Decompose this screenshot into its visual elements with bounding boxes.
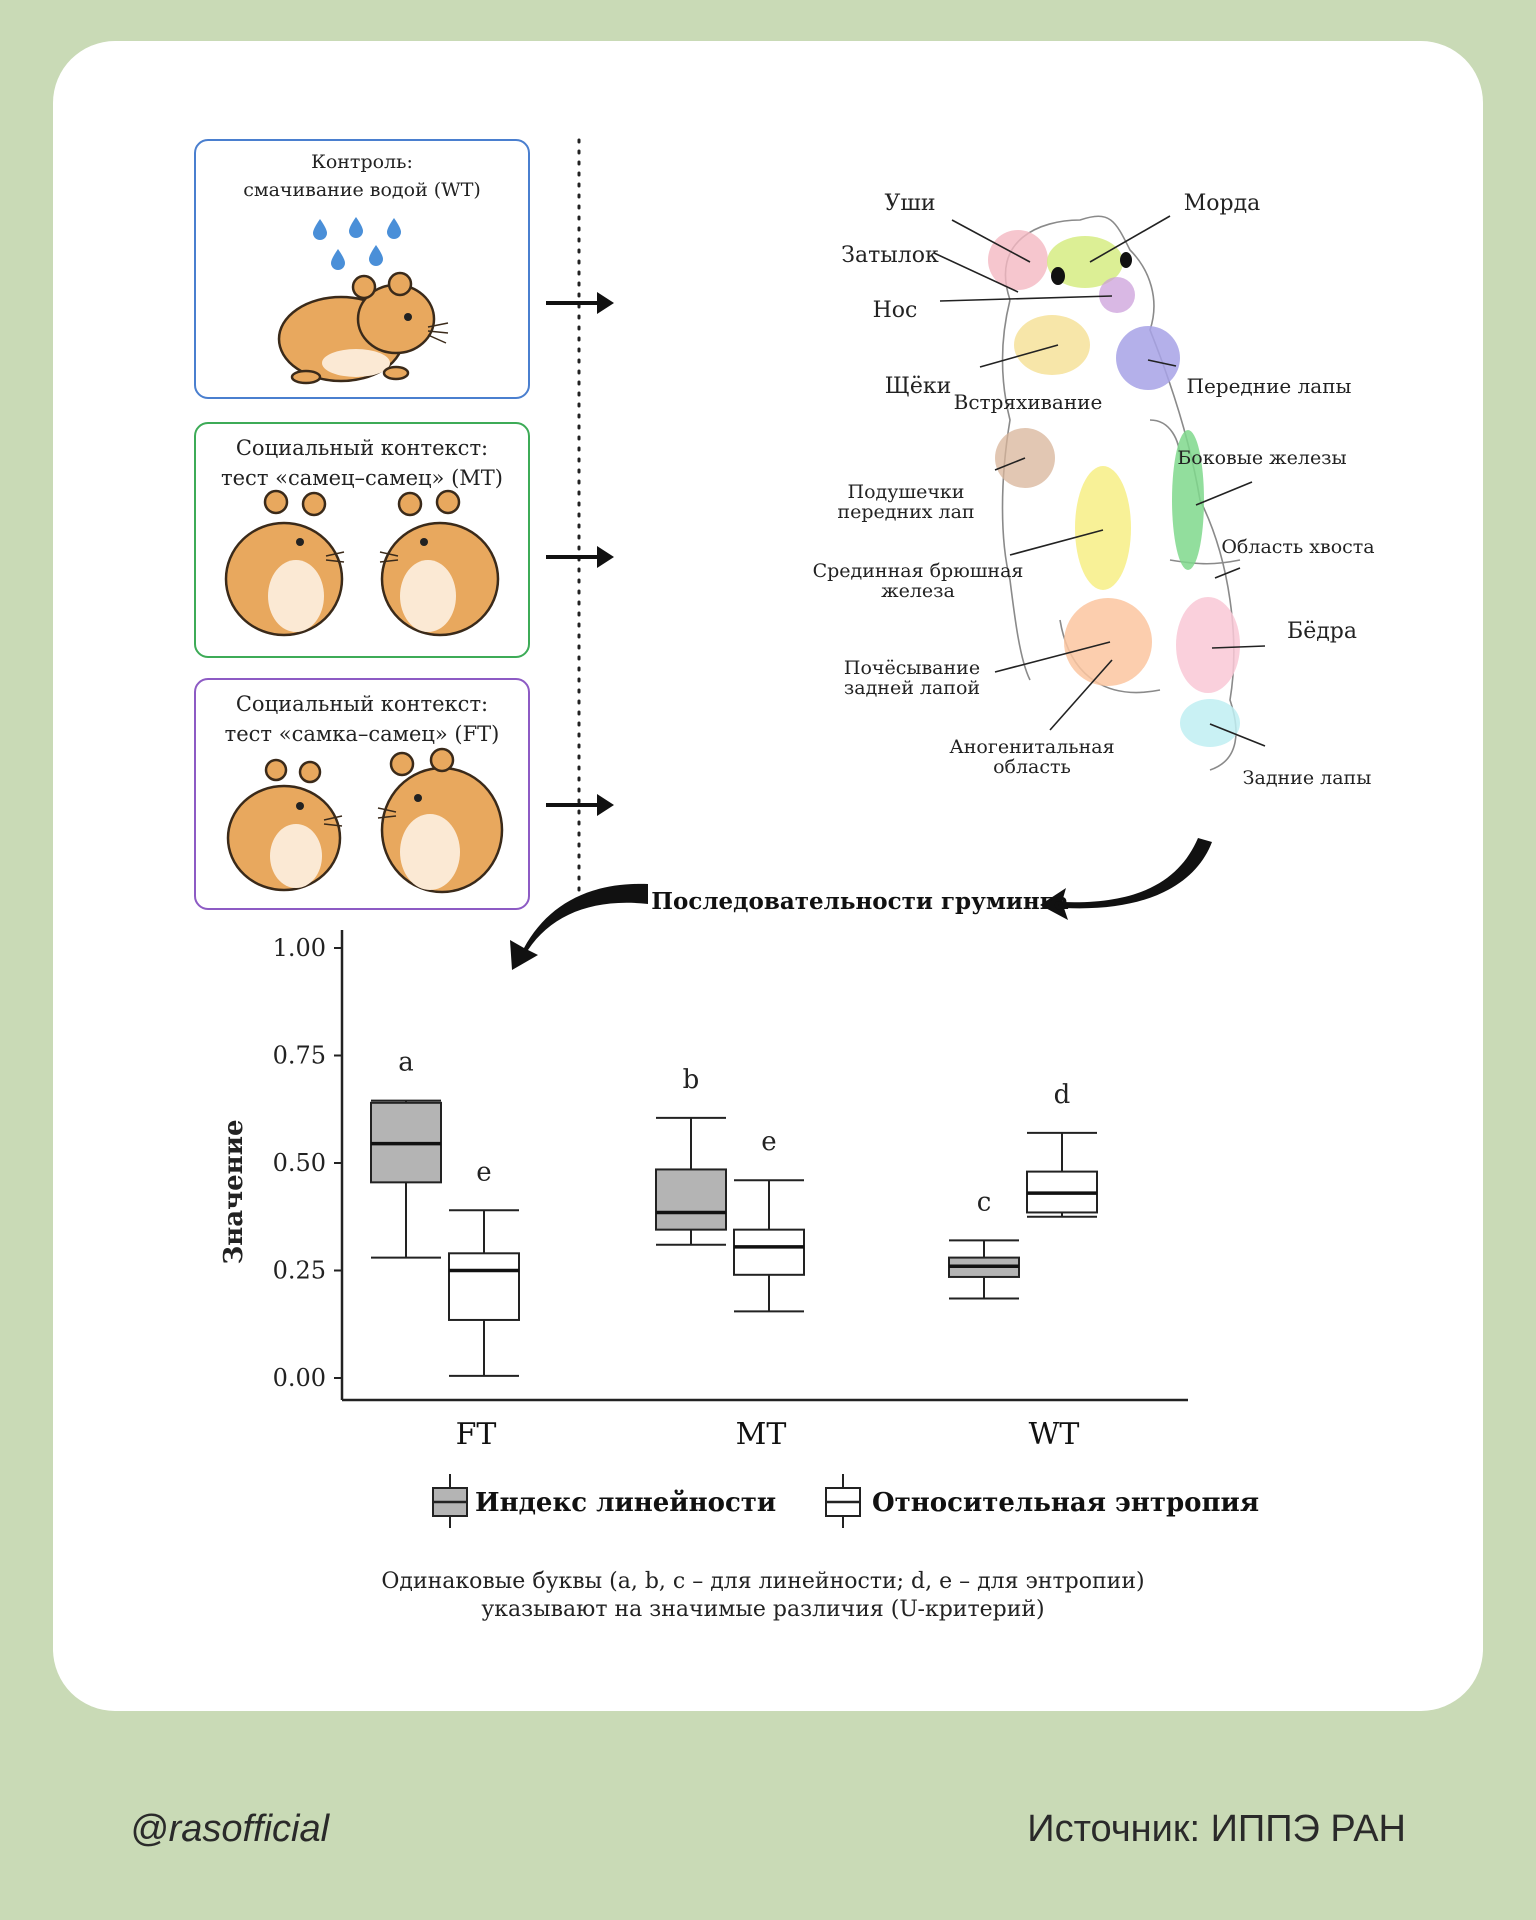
body-region-labels: Уши Морда Затылок Нос Щёки Встряхивание … <box>813 191 1375 789</box>
significance-letter: b <box>683 1065 700 1095</box>
two-males-illustration <box>224 489 500 637</box>
box-iqr <box>655 1168 727 1231</box>
significance-letter: d <box>1054 1080 1071 1110</box>
panel-ft-title: Социальный контекст: <box>235 692 489 716</box>
panel-wt-title: Контроль: <box>311 151 413 173</box>
hamster-left-icon <box>224 489 345 637</box>
label-scratch-1: Почёсывание <box>844 657 980 679</box>
arrow-mt-icon <box>546 546 614 568</box>
eyes-icon <box>1051 252 1132 285</box>
panel-control-wt: Контроль: смачивание водой (WT) <box>194 139 530 399</box>
label-muzzle: Морда <box>1184 191 1261 216</box>
panel-mt-title: Социальный контекст: <box>235 436 489 460</box>
significance-note-line1: Одинаковые буквы (a, b, c – для линейнос… <box>381 1569 1144 1594</box>
female-male-illustration <box>226 747 504 894</box>
panel-ft-subtitle: тест «самка–самец» (FT) <box>224 722 500 746</box>
label-ears: Уши <box>884 191 935 216</box>
x-category-label: FT <box>456 1417 497 1452</box>
label-ventral-gland-2: железа <box>881 580 955 602</box>
label-nape: Затылок <box>841 243 939 268</box>
significance-note-line2: указывают на значимые различия (U-критер… <box>481 1597 1044 1622</box>
significance-letter: a <box>398 1048 414 1078</box>
source-credit: Источник: ИППЭ РАН <box>1027 1808 1406 1850</box>
hamster-icon <box>277 271 449 385</box>
label-anogenital-2: область <box>993 756 1071 778</box>
legend-linearity-swatch <box>432 1474 468 1528</box>
label-forepaws: Передние лапы <box>1187 374 1352 398</box>
hamster-female-icon <box>226 758 343 892</box>
box-iqr <box>733 1228 805 1276</box>
box-iqr <box>448 1252 520 1321</box>
water-hamster-illustration <box>277 217 449 385</box>
panel-social-mt: Социальный контекст: тест «самец–самец» … <box>194 422 530 658</box>
legend-entropy-label: Относительная энтропия <box>872 1488 1259 1518</box>
hamster-right-icon <box>379 489 500 637</box>
y-tick-label: 0.25 <box>273 1257 326 1285</box>
significance-letter: e <box>476 1157 491 1187</box>
y-axis-label: Значение <box>219 1119 249 1264</box>
legend: Индекс линейности Относительная энтропия <box>432 1474 1259 1528</box>
arrow-wt-icon <box>546 292 614 314</box>
panel-wt-subtitle: смачивание водой (WT) <box>243 179 481 201</box>
panel-social-ft: Социальный контекст: тест «самка–самец» … <box>194 678 530 910</box>
label-forepaw-pads-2: передних лап <box>837 501 974 523</box>
social-handle: @rasofficial <box>130 1808 330 1850</box>
arrow-ft-icon <box>546 794 614 816</box>
water-drops-icon <box>313 217 401 270</box>
label-nose: Нос <box>873 298 918 323</box>
label-tail-area: Область хвоста <box>1221 536 1374 558</box>
label-scratch-2: задней лапой <box>844 677 980 699</box>
hamster-male-icon <box>377 747 504 894</box>
y-tick-label: 0.75 <box>273 1042 326 1070</box>
panel-mt-subtitle: тест «самец–самец» (MT) <box>221 466 503 490</box>
y-tick-label: 0.00 <box>273 1364 326 1392</box>
label-hindpaws: Задние лапы <box>1243 767 1372 789</box>
label-forepaw-pads-1: Подушечки <box>848 481 965 503</box>
x-category-label: WT <box>1029 1417 1080 1452</box>
label-cheeks: Щёки <box>885 374 952 399</box>
grooming-sequences-label: Последовательности груминга <box>651 888 1069 915</box>
label-flank-glands: Боковые железы <box>1177 447 1346 469</box>
legend-linearity-label: Индекс линейности <box>475 1488 776 1518</box>
label-ventral-gland-1: Срединная брюшная <box>813 560 1024 582</box>
significance-letter: c <box>977 1187 992 1217</box>
legend-entropy-swatch <box>825 1474 861 1528</box>
label-anogenital-1: Аногенитальная <box>949 736 1114 758</box>
leader-lines <box>933 215 1266 747</box>
curved-arrow-right-icon <box>1040 838 1212 920</box>
label-thighs: Бёдра <box>1287 619 1357 644</box>
label-shaking: Встряхивание <box>954 390 1103 414</box>
significance-letter: e <box>761 1127 776 1157</box>
y-tick-label: 1.00 <box>273 934 326 962</box>
y-tick-label: 0.50 <box>273 1149 326 1177</box>
curved-arrow-left-icon <box>510 883 648 970</box>
x-category-label: MT <box>736 1417 787 1452</box>
